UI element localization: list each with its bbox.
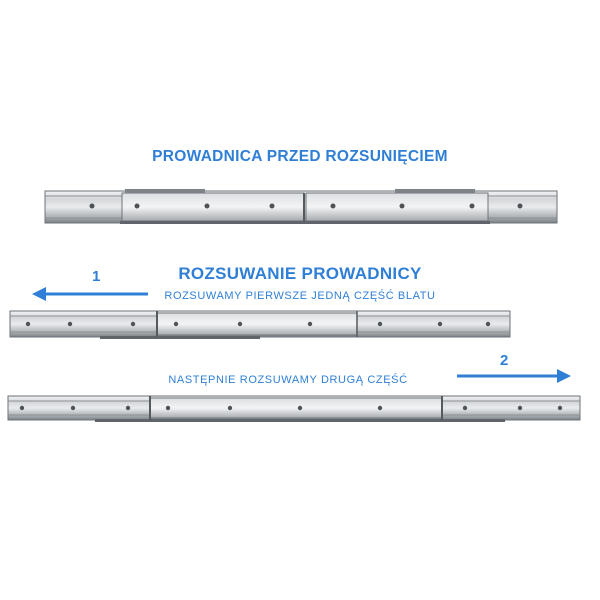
step2-caption: NASTĘPNIE ROZSUWAMY DRUGĄ CZĘŚĆ xyxy=(168,374,408,386)
rail-step2 xyxy=(7,395,581,422)
step1-caption: ROZSUWAMY PIERWSZE JEDNĄ CZĘŚĆ BLATU xyxy=(164,290,436,302)
step2-number: 2 xyxy=(500,352,509,369)
arrow-left-icon xyxy=(32,287,148,301)
rail-step1 xyxy=(9,310,511,339)
title-before-extension: PROWADNICA PRZED ROZSUNIĘCIEM xyxy=(152,148,448,165)
title-extending: ROZSUWANIE PROWADNICY xyxy=(178,264,422,283)
arrow-right-icon xyxy=(457,369,571,383)
step1-number: 1 xyxy=(92,268,101,285)
rail-collapsed xyxy=(44,189,558,224)
